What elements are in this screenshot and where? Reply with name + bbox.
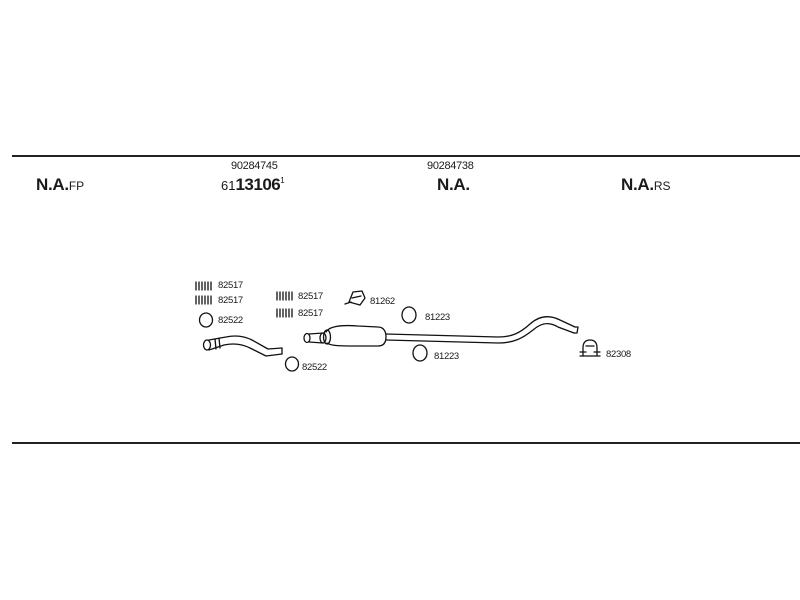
middle-silencer-icon: [303, 324, 387, 347]
ring-icon-mid: [284, 356, 300, 372]
spring-icon-2: [195, 295, 212, 305]
top-divider: [12, 155, 800, 157]
hanger-icon-top: [401, 306, 417, 324]
clamp-icon: [579, 339, 601, 357]
part-label-spring-1: 82517: [218, 280, 243, 291]
spring-icon-1: [195, 281, 212, 291]
mid1-sup: 1: [280, 176, 285, 185]
hanger-icon-bottom: [412, 344, 428, 362]
right-main-text: N.A.: [621, 175, 654, 194]
part-label-ring-left: 82522: [218, 315, 243, 326]
part-label-spring-3: 82517: [298, 291, 323, 302]
ring-icon-left: [198, 312, 214, 328]
part-label-spring-2: 82517: [218, 295, 243, 306]
left-main-text: N.A.: [36, 175, 69, 194]
spring-icon-4: [276, 308, 293, 318]
mid1-part-label: 61131061: [221, 176, 285, 194]
part-label-spring-4: 82517: [298, 308, 323, 319]
front-pipe-icon: [202, 335, 283, 357]
part-label-bracket: 81262: [370, 296, 395, 307]
part-label-hanger-top: 81223: [425, 312, 450, 323]
part-label-clamp: 82308: [606, 349, 631, 360]
mid2-main-text: N.A.: [437, 175, 470, 194]
mid1-number: 13106: [235, 175, 281, 194]
mid1-prefix: 61: [221, 178, 236, 193]
spring-icon-3: [276, 291, 293, 301]
left-suffix-text: FP: [68, 179, 85, 193]
tail-pipe-icon: [385, 316, 579, 344]
right-suffix-text: RS: [653, 179, 671, 193]
part-label-hanger-bottom: 81223: [434, 351, 459, 362]
left-section-label: N.A.FP: [36, 176, 84, 194]
bottom-divider: [12, 442, 800, 444]
mid1-partno: 90284745: [231, 160, 278, 172]
bracket-icon: [344, 290, 366, 306]
part-label-ring-mid: 82522: [302, 362, 327, 373]
mid2-partno: 90284738: [427, 160, 474, 172]
right-section-label: N.A.RS: [621, 176, 670, 194]
